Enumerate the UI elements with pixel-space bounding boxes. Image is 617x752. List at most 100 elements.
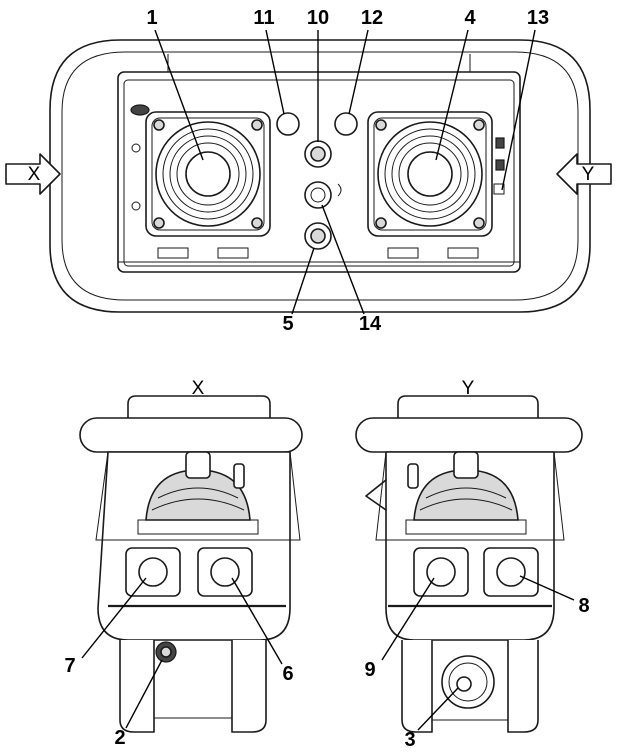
- foot-icon: [217, 247, 249, 259]
- joystick-bellows-ring: [377, 121, 483, 227]
- indicator-icon: [495, 137, 505, 149]
- screw-icon: [153, 217, 165, 229]
- front-view-x: X 7 6 2: [64, 378, 303, 749]
- y-lower-body: [431, 639, 509, 721]
- left-joystick-knob: [185, 151, 231, 197]
- top-panel-inner: [123, 79, 515, 267]
- switch-arrow-icon: [337, 183, 342, 197]
- joystick-bellows-ring: [398, 142, 462, 206]
- plate-border: [151, 117, 265, 231]
- joystick-bellows-ring: [162, 128, 254, 220]
- callout-11: 11: [253, 7, 274, 29]
- view-y-title: Y: [462, 378, 475, 399]
- switch-14-icon: [304, 181, 332, 209]
- leader-line: [154, 29, 204, 161]
- screw-icon: [375, 217, 387, 229]
- button-5-center-icon: [310, 228, 326, 244]
- handle-icon: [397, 395, 539, 419]
- view-x-arrow-label: X: [28, 164, 41, 185]
- view-y-arrow-icon: [556, 153, 612, 195]
- connector-2-center-icon: [160, 646, 172, 658]
- callout-12: 12: [361, 7, 383, 29]
- bellows-fold: [151, 498, 245, 511]
- bellows-fold: [419, 498, 513, 511]
- screw-icon: [251, 119, 263, 131]
- top-inner-frame: [61, 51, 579, 301]
- foot-icon: [157, 247, 189, 259]
- joystick-base: [137, 519, 259, 535]
- callout-9: 9: [364, 659, 375, 681]
- joystick-bellows-ring: [169, 135, 247, 213]
- grip-bar-icon: [355, 417, 583, 453]
- bellows-fold: [157, 487, 239, 499]
- screw-icon: [473, 217, 485, 229]
- leader-line: [381, 577, 435, 661]
- y-body-edge: [375, 451, 565, 541]
- indicator-icon: [495, 159, 505, 171]
- button-10-center-icon: [310, 146, 326, 162]
- leader-line: [231, 577, 283, 665]
- leader-line: [81, 577, 147, 659]
- foot-icon: [447, 247, 479, 259]
- y-leg-icon: [401, 640, 433, 733]
- side-switch-icon: [407, 463, 419, 489]
- y-leg-icon: [507, 640, 539, 733]
- view-y-arrow-label: Y: [582, 164, 595, 185]
- indicator-icon: [493, 183, 505, 195]
- leader-line: [501, 29, 536, 191]
- indicator-icon: [131, 143, 141, 153]
- right-joystick-knob: [407, 151, 453, 197]
- joystick-base: [405, 519, 527, 535]
- leader-line: [519, 575, 575, 601]
- leader-line: [435, 29, 469, 161]
- side-tab-icon: [365, 479, 387, 511]
- joystick-bellows-ring: [176, 142, 240, 206]
- joystick-bellows-ring: [384, 128, 476, 220]
- callout-8: 8: [578, 595, 589, 617]
- callout-6: 6: [282, 663, 293, 685]
- x-lower-body: [153, 639, 233, 719]
- leader-line: [265, 29, 285, 115]
- bellows-fold: [425, 487, 507, 499]
- callout-13: 13: [527, 7, 549, 29]
- joystick-bellows-ring: [155, 121, 261, 227]
- x-body-edge: [95, 451, 301, 541]
- callout-10: 10: [307, 7, 329, 29]
- leader-line: [417, 687, 459, 731]
- indicator-icon: [131, 201, 141, 211]
- callout-1: 1: [146, 7, 157, 29]
- view-x-title: X: [192, 378, 205, 399]
- connector-3-center-icon: [456, 676, 472, 692]
- callout-2: 2: [114, 727, 125, 749]
- callout-4: 4: [464, 7, 476, 29]
- leader-line: [125, 659, 163, 729]
- callout-14: 14: [359, 313, 382, 335]
- button-11-icon: [276, 112, 300, 136]
- y-joystick-knob-icon: [453, 451, 479, 479]
- grip-bar-icon: [79, 417, 303, 453]
- handle-icon: [127, 395, 271, 419]
- leader-line: [291, 247, 315, 315]
- button-8-icon: [496, 557, 526, 587]
- top-view: X Y 1 11 10 12 4 13 5 14: [5, 7, 612, 335]
- plate-border: [373, 117, 487, 231]
- view-x-arrow-icon: [5, 153, 61, 195]
- callout-5: 5: [282, 313, 293, 335]
- screw-icon: [375, 119, 387, 131]
- leader-line: [321, 204, 365, 315]
- screw-icon: [473, 119, 485, 131]
- x-leg-icon: [119, 640, 155, 733]
- screw-icon: [153, 119, 165, 131]
- callout-7: 7: [64, 655, 75, 677]
- leader-line: [348, 29, 369, 115]
- front-view-y: Y 9 8 3: [355, 378, 590, 751]
- callout-3: 3: [404, 729, 415, 751]
- foot-icon: [387, 247, 419, 259]
- switch-14-center-icon: [310, 187, 326, 203]
- screw-icon: [251, 217, 263, 229]
- x-joystick-knob-icon: [185, 451, 211, 479]
- top-outer-frame: [49, 39, 591, 313]
- joystick-bellows-ring: [391, 135, 469, 213]
